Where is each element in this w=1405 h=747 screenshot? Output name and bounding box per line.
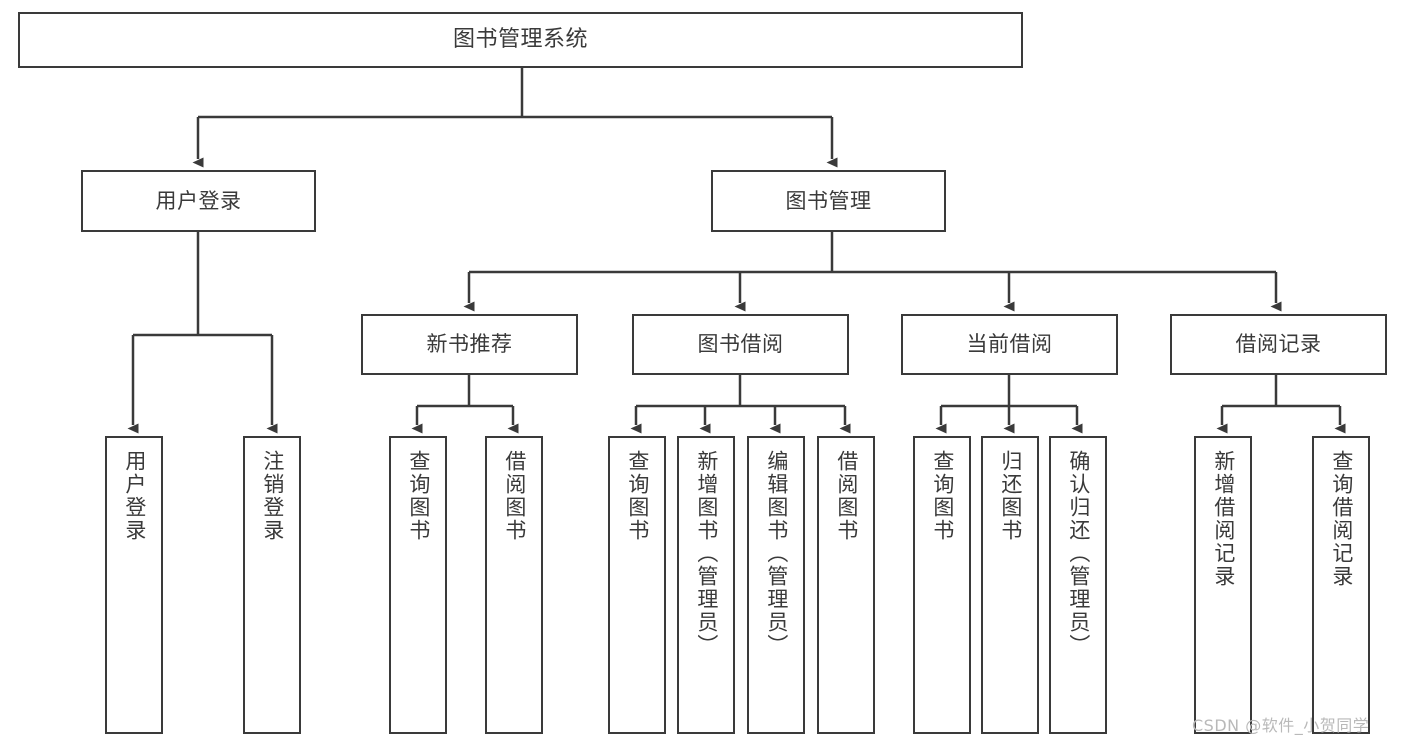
node-current-borrow[interactable]: 当前借阅 (901, 314, 1118, 375)
leaf-borrow-record-add-record[interactable]: 新增借阅记录 (1194, 436, 1252, 734)
leaf-new-book-query-book[interactable]: 查询图书 (389, 436, 447, 734)
node-book-management[interactable]: 图书管理 (711, 170, 946, 232)
node-label: 当前借阅 (966, 332, 1053, 357)
leaf-book-borrow-borrow-book[interactable]: 借阅图书 (817, 436, 875, 734)
node-root-system[interactable]: 图书管理系统 (18, 12, 1023, 68)
node-label: 查询图书 (406, 450, 431, 542)
leaf-book-borrow-query-book[interactable]: 查询图书 (608, 436, 666, 734)
leaf-current-borrow-query-book[interactable]: 查询图书 (913, 436, 971, 734)
node-label: 确认归还（管理员） (1066, 450, 1091, 657)
leaf-user-login-login[interactable]: 用户登录 (105, 436, 163, 734)
node-label: 注销登录 (260, 450, 285, 542)
node-label: 图书管理 (785, 188, 872, 213)
node-label: 图书管理系统 (452, 27, 588, 53)
watermark: CSDN @软件_小贺同学 (1192, 716, 1370, 735)
leaf-current-borrow-return-book[interactable]: 归还图书 (981, 436, 1039, 734)
node-label: 借阅图书 (502, 450, 527, 542)
node-label: 归还图书 (998, 450, 1023, 542)
leaf-borrow-record-query-record[interactable]: 查询借阅记录 (1312, 436, 1370, 734)
node-label: 查询借阅记录 (1329, 450, 1354, 588)
node-label: 查询图书 (625, 450, 650, 542)
node-user-login[interactable]: 用户登录 (81, 170, 316, 232)
node-label: 新书推荐 (426, 332, 513, 357)
node-label: 图书借阅 (697, 332, 784, 357)
node-label: 新增借阅记录 (1211, 450, 1236, 588)
leaf-user-login-logout[interactable]: 注销登录 (243, 436, 301, 734)
node-label: 借阅图书 (834, 450, 859, 542)
node-label: 编辑图书（管理员） (764, 450, 789, 657)
leaf-book-borrow-add-book-admin[interactable]: 新增图书（管理员） (677, 436, 735, 734)
node-new-book-recommend[interactable]: 新书推荐 (361, 314, 578, 375)
node-label: 新增图书（管理员） (694, 450, 719, 657)
node-label: 用户登录 (155, 188, 242, 213)
node-borrow-record[interactable]: 借阅记录 (1170, 314, 1387, 375)
node-label: 用户登录 (122, 450, 147, 542)
leaf-book-borrow-edit-book-admin[interactable]: 编辑图书（管理员） (747, 436, 805, 734)
leaf-current-borrow-confirm-return-admin[interactable]: 确认归还（管理员） (1049, 436, 1107, 734)
node-book-borrow[interactable]: 图书借阅 (632, 314, 849, 375)
node-label: 查询图书 (930, 450, 955, 542)
leaf-new-book-borrow-book[interactable]: 借阅图书 (485, 436, 543, 734)
node-label: 借阅记录 (1235, 332, 1322, 357)
